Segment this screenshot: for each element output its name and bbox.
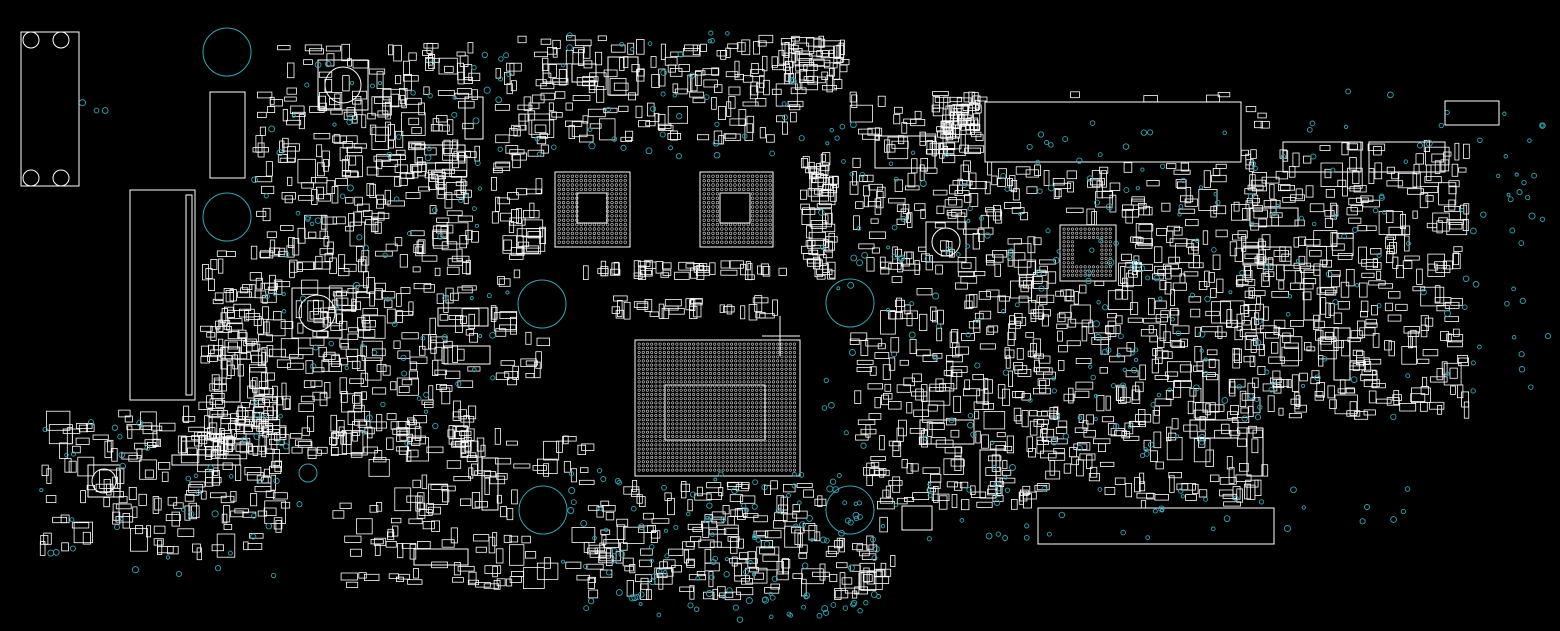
mounting-pad xyxy=(52,31,70,49)
far-right-connector[interactable] xyxy=(1444,100,1500,126)
inductor[interactable] xyxy=(317,59,369,111)
tall-part[interactable] xyxy=(464,96,484,140)
cursor-crosshair xyxy=(762,316,800,356)
bga-chip-right-void xyxy=(719,192,751,224)
bga-chip-left-void xyxy=(576,192,608,224)
small-connector-3[interactable] xyxy=(1368,141,1446,173)
top-connector-right[interactable] xyxy=(984,101,1242,163)
tall-part[interactable] xyxy=(1303,269,1321,321)
mounting-pad xyxy=(22,169,40,187)
bga-chip-left[interactable] xyxy=(554,171,631,248)
mounting-pad xyxy=(52,169,70,187)
small-connector-1[interactable] xyxy=(874,135,936,169)
vertical-ic[interactable] xyxy=(209,91,246,179)
vias xyxy=(39,30,1551,623)
bottom-connector[interactable] xyxy=(1037,507,1275,545)
inductor[interactable] xyxy=(925,221,967,263)
bga-ball-grids xyxy=(557,174,1112,472)
crystal[interactable] xyxy=(607,56,639,96)
switch[interactable] xyxy=(443,345,491,365)
switch[interactable] xyxy=(414,144,466,164)
inline-bar[interactable] xyxy=(413,548,469,566)
mounting-hole xyxy=(298,463,318,483)
mounting-hole xyxy=(202,27,252,77)
bga-chip-right[interactable] xyxy=(699,171,774,248)
mounting-hole xyxy=(517,279,567,329)
mounting-hole xyxy=(518,485,568,535)
edge-connector-left[interactable] xyxy=(129,189,196,401)
main-processor-bga[interactable] xyxy=(634,339,801,477)
major-components xyxy=(20,31,1500,566)
tall-part[interactable] xyxy=(979,449,997,499)
mounting-pad xyxy=(22,31,40,49)
switch[interactable] xyxy=(437,307,489,327)
edge-connector-inner xyxy=(185,194,193,396)
mounting-hole xyxy=(202,192,252,242)
switch[interactable] xyxy=(1189,419,1239,439)
passive-components xyxy=(39,34,1470,601)
mounting-hole xyxy=(825,278,875,328)
mounting-hole xyxy=(825,485,875,535)
tall-part[interactable] xyxy=(1202,359,1220,413)
tall-part[interactable] xyxy=(1246,427,1264,477)
inductor-core xyxy=(91,468,117,494)
module-small[interactable] xyxy=(901,505,933,531)
mounting-holes xyxy=(202,27,875,535)
left-connector-module[interactable] xyxy=(20,31,80,187)
